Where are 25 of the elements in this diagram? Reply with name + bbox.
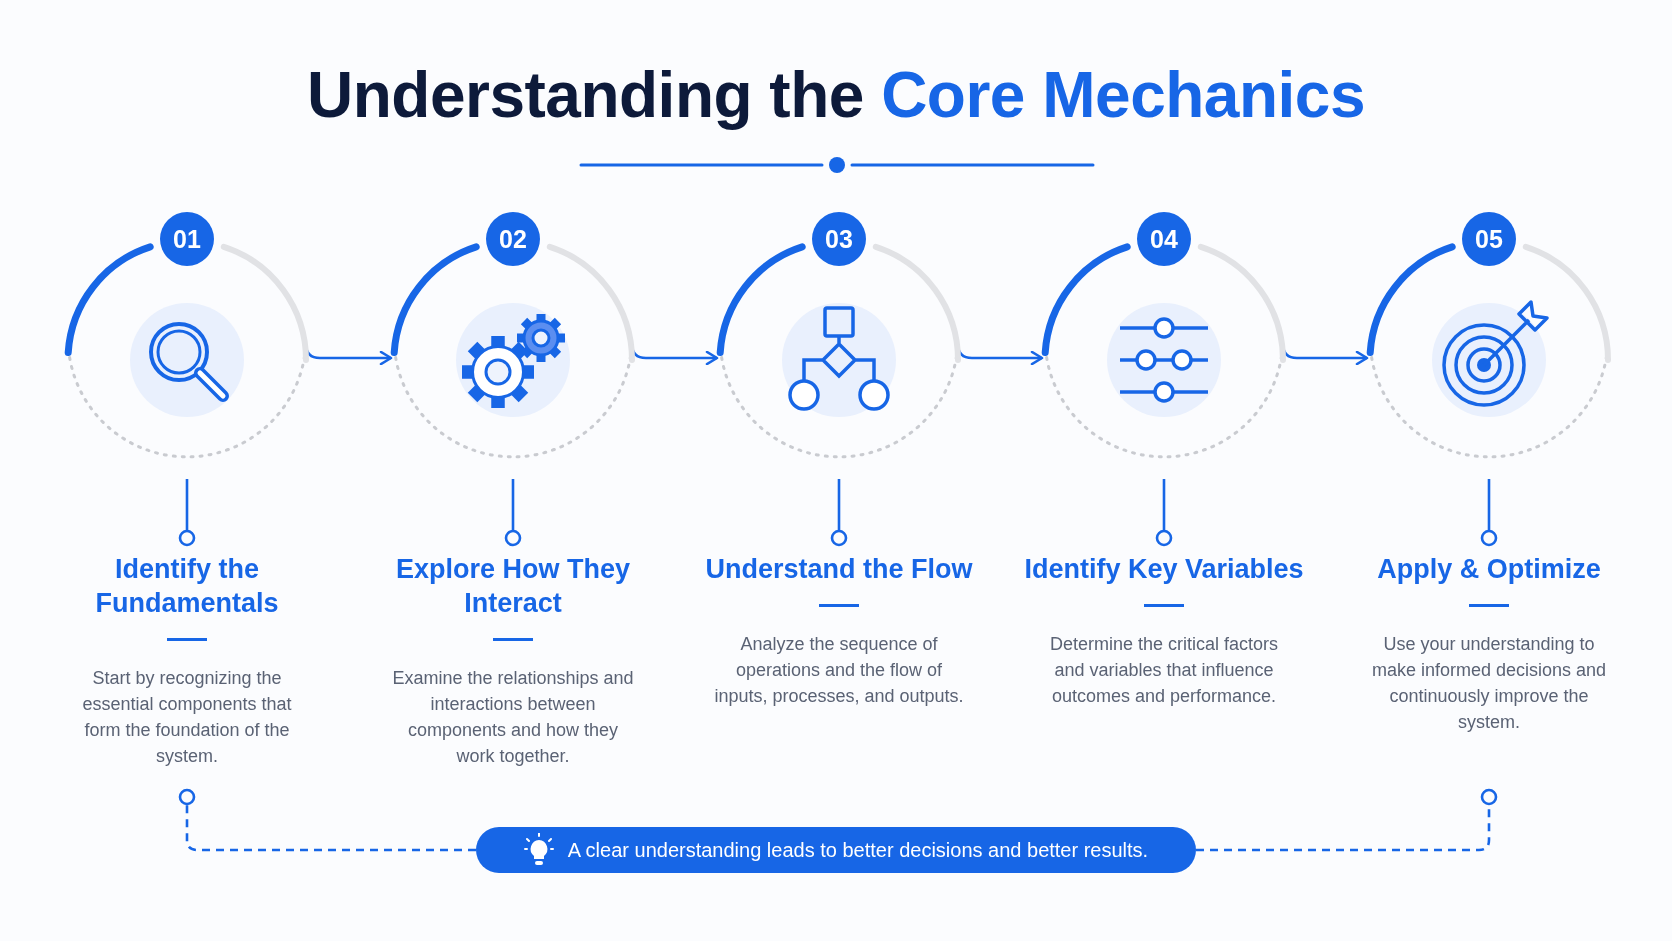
step-title: Identify Key Variables: [1023, 553, 1305, 586]
step-description: Start by recognizing the essential components that form the foundation of the system.: [81, 667, 293, 768]
banner-text: A clear understanding leads to better decisions and better results.: [567, 838, 1149, 862]
title: Understanding the Core Mechanics: [307, 59, 1365, 131]
step-title: Understand the Flow: [704, 553, 974, 586]
step-number-badge: 05: [1462, 212, 1516, 266]
message-banner: [476, 827, 1196, 873]
step-number-badge: 02: [486, 212, 540, 266]
connector-line: [1480, 479, 1498, 547]
step-description: Use your understanding to make informed decisions and continuously improve the system.: [1370, 633, 1608, 734]
step-description: Determine the critical factors and variables that influence outcomes and performance.: [1048, 633, 1280, 708]
step-description: Examine the relationships and interactions between components and how they work together.: [391, 667, 635, 768]
connector-line: [830, 479, 848, 547]
step-title: Identify the Fundamentals: [94, 553, 280, 620]
connector-line: [504, 479, 522, 547]
connector-line: [178, 479, 196, 547]
dashed-connector: [178, 788, 476, 852]
step-number-badge: 04: [1137, 212, 1191, 266]
step-title: Apply & Optimize: [1376, 553, 1602, 586]
step-number-badge: 03: [812, 212, 866, 266]
step-title: Explore How They Interact: [394, 553, 632, 620]
connector-line: [1155, 479, 1173, 547]
step-description: Analyze the sequence of operations and the flow of inputs, processes, and outputs.: [714, 633, 964, 708]
step-number-badge: 01: [160, 212, 214, 266]
dashed-connector: [1196, 788, 1498, 852]
